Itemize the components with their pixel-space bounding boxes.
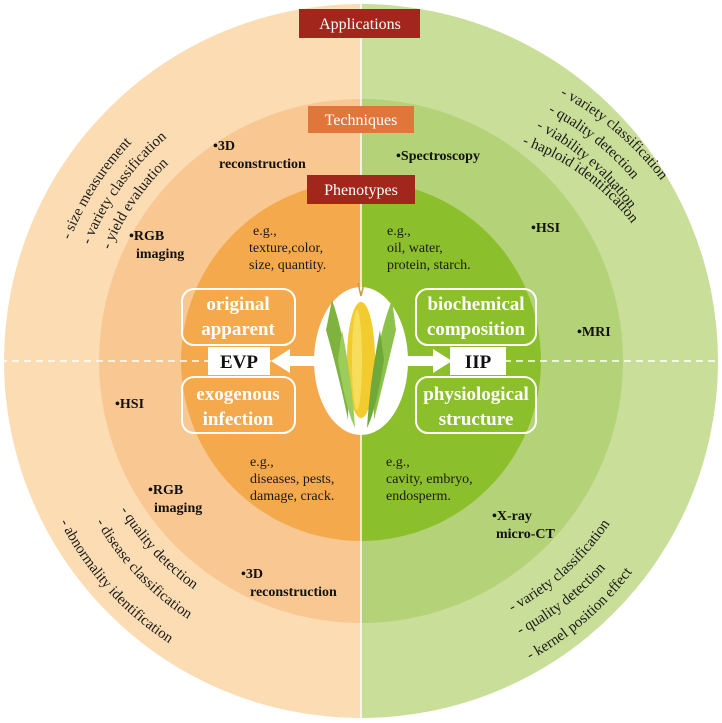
tech-text: reconstruction: [219, 157, 306, 172]
tech-text: •X-ray: [492, 509, 532, 524]
box-text: composition: [427, 319, 526, 340]
arrow-left: [271, 349, 316, 373]
example-ur-line: oil, water,: [387, 241, 443, 256]
box-text: infection: [203, 409, 274, 430]
example-ul-line: size, quantity.: [249, 258, 326, 273]
tech-text: imaging: [154, 501, 202, 516]
box-text: physiological: [423, 384, 529, 405]
box-text: original: [206, 294, 269, 315]
example-lr-line: e.g.,: [386, 455, 410, 470]
techniques-banner: Techniques: [308, 106, 414, 133]
box-text: biochemical: [427, 294, 524, 315]
box-exogenous-infection: exogenous infection: [181, 376, 296, 434]
iip-label: IIP: [465, 352, 492, 373]
tech-text: •3D: [213, 139, 235, 154]
tech-ll-rgb: •RGB imaging: [148, 483, 202, 516]
tech-text: micro-CT: [496, 527, 555, 542]
phenotypes-label: Phenotypes: [324, 182, 398, 199]
applications-label: Applications: [319, 16, 401, 33]
techniques-label: Techniques: [325, 112, 398, 129]
iip-tag: IIP: [450, 347, 506, 375]
tech-text: imaging: [136, 247, 184, 262]
example-lr-line: endosperm.: [386, 489, 451, 504]
phenotypes-banner: Phenotypes: [307, 175, 415, 204]
tech-text: reconstruction: [250, 585, 337, 600]
example-ur-line: e.g.,: [387, 224, 411, 239]
tech-ll-hsi: •HSI: [115, 397, 144, 412]
example-ur-line: protein, starch.: [387, 258, 471, 273]
tech-ll-3d: •3D reconstruction: [241, 567, 337, 600]
tech-ul-3d: •3D reconstruction: [213, 139, 306, 172]
example-lr-line: cavity, embryo,: [386, 472, 473, 487]
tech-text: •3D: [241, 567, 263, 582]
box-text: apparent: [201, 319, 275, 340]
tech-text: •RGB: [148, 483, 183, 498]
corn-icon: [314, 282, 408, 435]
arrow-right: [406, 349, 452, 373]
tech-ur-spectroscopy: •Spectroscopy: [396, 149, 480, 164]
example-upper-right: e.g., oil, water, protein, starch.: [387, 224, 471, 273]
box-original-apparent: original apparent: [181, 288, 296, 346]
tech-text: •RGB: [129, 229, 164, 244]
tech-ur-mri: •MRI: [577, 325, 611, 340]
applications-banner: Applications: [299, 9, 420, 38]
tech-ur-hsi: •HSI: [531, 221, 560, 236]
box-text: structure: [439, 409, 514, 430]
example-lower-left: e.g., diseases, pests, damage, crack.: [250, 455, 334, 504]
example-ll-line: e.g.,: [250, 455, 274, 470]
evp-label: EVP: [220, 352, 258, 373]
box-text: exogenous: [196, 384, 279, 405]
evp-tag: EVP: [208, 347, 270, 375]
tech-lr-xray: •X-ray micro-CT: [492, 509, 555, 542]
box-biochemical-composition: biochemical composition: [415, 288, 537, 346]
example-upper-left: e.g., texture,color, size, quantity.: [249, 224, 326, 273]
tech-ul-rgb: •RGB imaging: [129, 229, 184, 262]
example-ul-line: e.g.,: [253, 224, 277, 239]
example-lower-right: e.g., cavity, embryo, endosperm.: [386, 455, 473, 504]
box-physiological-structure: physiological structure: [415, 376, 537, 434]
example-ll-line: diseases, pests,: [250, 472, 334, 487]
example-ul-line: texture,color,: [249, 241, 323, 256]
example-ll-line: damage, crack.: [250, 489, 334, 504]
